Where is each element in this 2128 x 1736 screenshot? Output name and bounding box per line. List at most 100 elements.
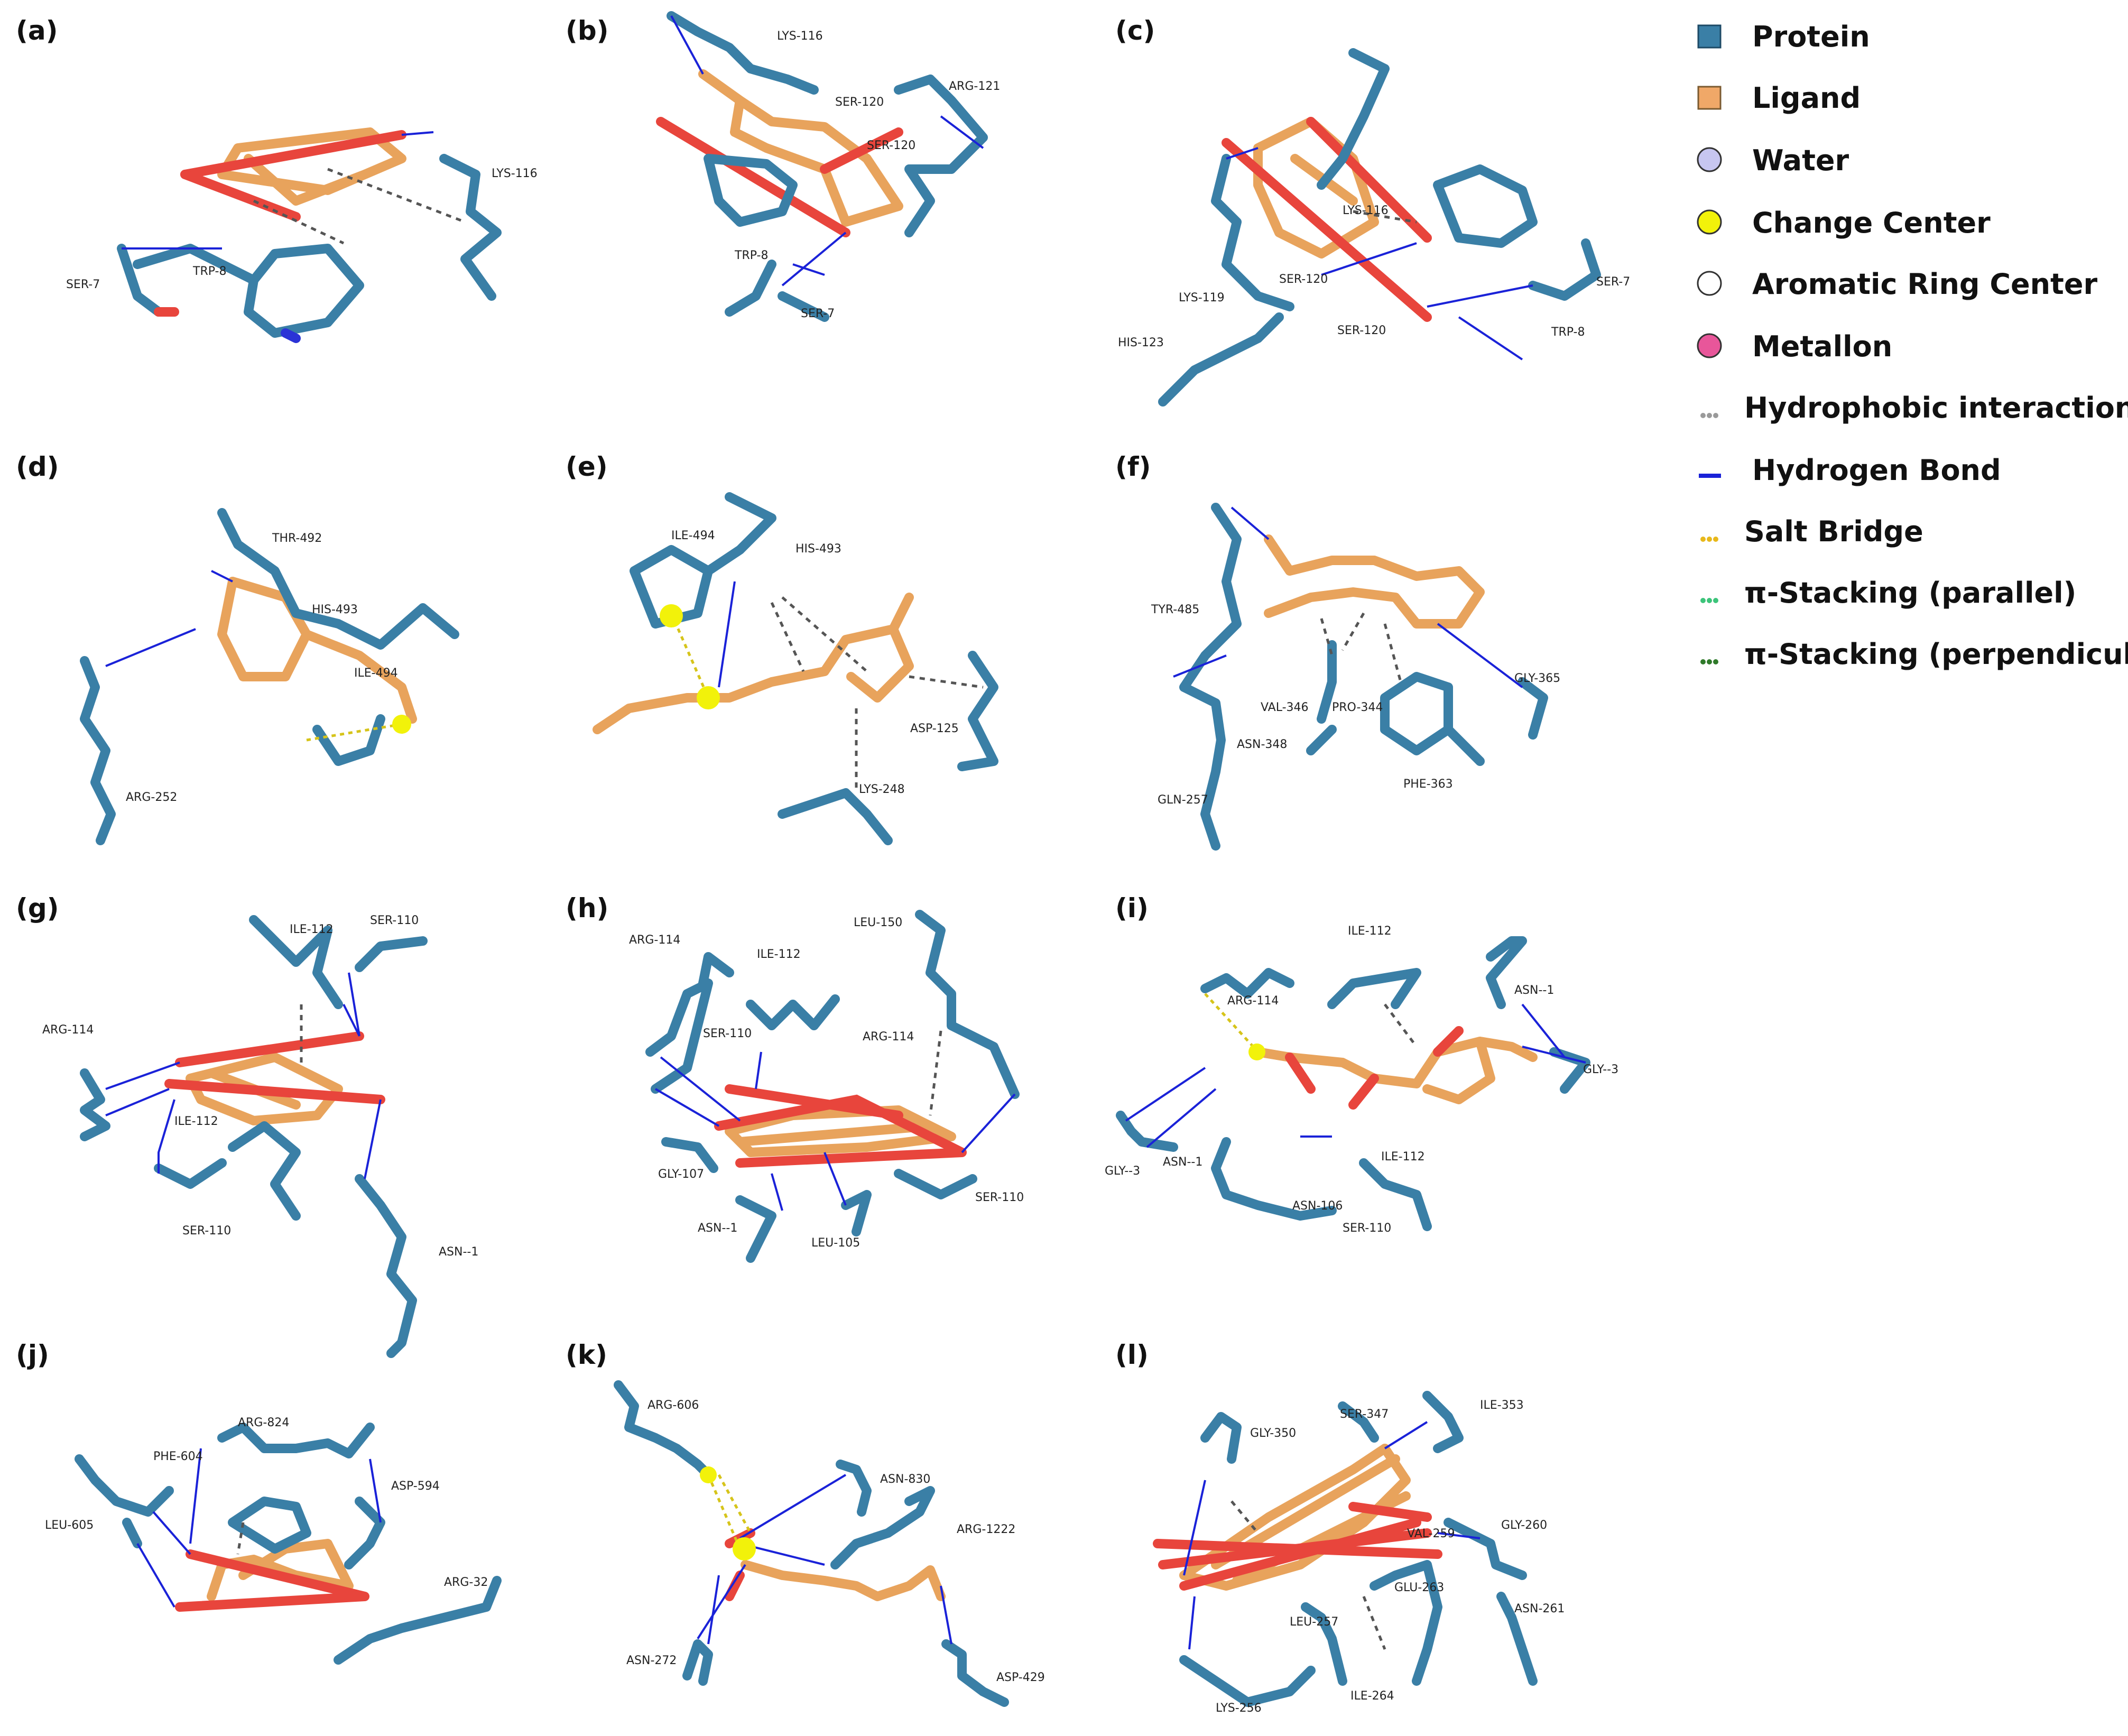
residue-label-l-6: LEU-257 [1290,1615,1338,1629]
residue-label-b-0: LYS-116 [777,30,823,43]
panel-letter-l: (l) [1115,1340,1149,1370]
panel-k: (k) ARG-606 ASN-830 ARG-1222 ASN-272 ASP… [566,1340,1045,1707]
panel-a: (a) LYS-116 SER-7 TRP-8 [16,15,538,343]
residue-label-k-3: ASN-272 [626,1654,677,1667]
panel-e: (e) ILE-494 HIS-493 ASP-125 LYS-248 [566,451,998,845]
residue-label-l-1: SER-347 [1340,1408,1389,1421]
residue-label-h-0: LEU-150 [854,916,902,929]
residue-label-f-5: GLN-257 [1158,793,1208,807]
panel-j: (j) ARG-824 PHE-604 ASP-594 LEU-605 ARG-… [16,1340,502,1665]
residue-label-g-5: ASN--1 [439,1245,478,1259]
residue-label-e-3: LYS-248 [859,783,905,796]
residue-label-b-1: SER-120 [835,96,884,109]
residue-label-l-8: LYS-256 [1216,1702,1262,1715]
panel-letter-i: (i) [1115,893,1149,924]
residue-label-h-3: SER-110 [703,1027,752,1040]
residue-label-e-0: ILE-494 [671,529,715,542]
legend-label-pi-stacking-parallel: π-Stacking (parallel) [1744,576,2076,610]
residue-label-f-6: PHE-363 [1403,778,1453,791]
charge-center-k1 [700,1466,717,1483]
residue-label-g-4: SER-110 [182,1224,231,1238]
legend-hydrophobic-icon [1700,413,1718,418]
residue-label-i-1: ARG-114 [1227,994,1279,1008]
panel-letter-c: (c) [1115,15,1155,46]
legend-label-metallon: Metallon [1752,330,1892,363]
residue-label-g-0: ILE-112 [290,923,334,936]
panel-g: (g) ILE-112 SER-110 ARG-114 ILE-112 SER-… [16,893,478,1358]
charge-center-e1 [660,604,683,627]
residue-label-g-3: ILE-112 [174,1115,218,1128]
residue-label-a-1: SER-7 [66,278,100,291]
panel-h: (h) LEU-150 ARG-114 ILE-112 SER-110 ARG-… [566,893,1024,1263]
residue-label-l-5: GLU-263 [1394,1581,1444,1594]
residue-label-l-9: ILE-264 [1350,1689,1394,1703]
residue-label-e-2: ASP-125 [910,722,959,735]
residue-label-f-1: VAL-346 [1261,701,1309,714]
residue-label-f-0: TYR-485 [1151,603,1199,616]
charge-center-e2 [697,686,720,709]
molecule-k [614,1380,1009,1707]
residue-label-h-8: SER-110 [975,1191,1024,1204]
residue-label-j-3: LEU-605 [45,1519,94,1532]
residue-label-c-0: LYS-116 [1343,204,1389,217]
panel-b: (b) LYS-116 SER-120 ARG-121 SER-120 TRP-… [566,11,1000,322]
molecule-j [75,1423,502,1665]
residue-label-h-4: ARG-114 [863,1030,914,1044]
molecule-i [1116,936,1590,1231]
residue-label-c-1: SER-120 [1279,273,1328,286]
residue-label-j-1: PHE-604 [153,1450,203,1463]
panel-letter-d: (d) [16,451,59,482]
residue-label-i-0: ILE-112 [1348,925,1392,938]
legend-aromatic-ring-center-icon [1697,271,1722,296]
residue-label-d-1: HIS-493 [312,603,358,616]
legend-metallon-icon [1697,333,1722,358]
molecule-g [80,915,428,1358]
residue-label-b-4: TRP-8 [734,249,768,262]
legend-protein-icon [1697,24,1722,49]
residue-label-a-0: LYS-116 [492,167,538,180]
panel-f: (f) TYR-485 VAL-346 PRO-344 GLY-365 ASN-… [1115,451,1560,851]
panel-d: (d) THR-492 HIS-493 ILE-494 ARG-252 [16,451,459,845]
residue-label-h-5: GLY-107 [658,1168,704,1181]
residue-label-f-3: GLY-365 [1514,672,1560,685]
panel-letter-h: (h) [566,893,608,924]
residue-label-h-2: ILE-112 [757,948,801,961]
legend-pi-stacking-parallel-icon [1700,598,1718,603]
legend: Protein Ligand Water Change Center Aroma… [1697,20,2128,671]
residue-label-c-3: LYS-119 [1179,291,1225,304]
residue-label-l-3: VAL-259 [1407,1527,1455,1540]
molecule-a [117,127,502,343]
residue-label-i-7: ASN-106 [1292,1199,1343,1213]
residue-label-i-5: ASN--1 [1163,1156,1202,1169]
residue-label-k-2: ARG-1222 [957,1523,1015,1536]
charge-center-i [1248,1044,1265,1060]
residue-label-b-3: SER-120 [867,139,915,152]
residue-label-c-6: HIS-123 [1118,336,1164,349]
residue-label-e-1: HIS-493 [795,542,841,556]
residue-label-i-4: GLY--3 [1105,1165,1140,1178]
residue-label-i-6: ILE-112 [1381,1150,1425,1164]
legend-ligand-icon [1697,86,1722,110]
legend-label-ligand: Ligand [1752,81,1861,115]
molecule-d [80,508,459,845]
charge-center-d [392,715,411,734]
molecule-c [1158,48,1601,407]
residue-label-g-1: SER-110 [370,914,419,927]
panel-letter-k: (k) [566,1340,607,1370]
residue-label-k-0: ARG-606 [647,1399,699,1412]
panel-c: (c) LYS-116 SER-120 SER-7 LYS-119 SER-12… [1115,15,1630,407]
charge-center-k2 [733,1537,756,1560]
residue-label-j-2: ASP-594 [391,1480,440,1493]
molecule-h [645,910,1020,1263]
legend-label-pi-stacking-perpendicular: π-Stacking (perpendicular) [1744,638,2128,671]
panel-letter-g: (g) [16,893,59,924]
residue-label-g-2: ARG-114 [42,1023,94,1037]
legend-water-icon [1697,147,1722,172]
residue-label-j-0: ARG-824 [238,1416,289,1429]
legend-label-change-center: Change Center [1752,206,1991,239]
panel-letter-f: (f) [1115,451,1151,482]
residue-label-d-2: ILE-494 [354,667,398,680]
legend-label-hydrogen-bond: Hydrogen Bond [1752,454,2001,487]
residue-label-i-3: GLY--3 [1583,1063,1618,1076]
